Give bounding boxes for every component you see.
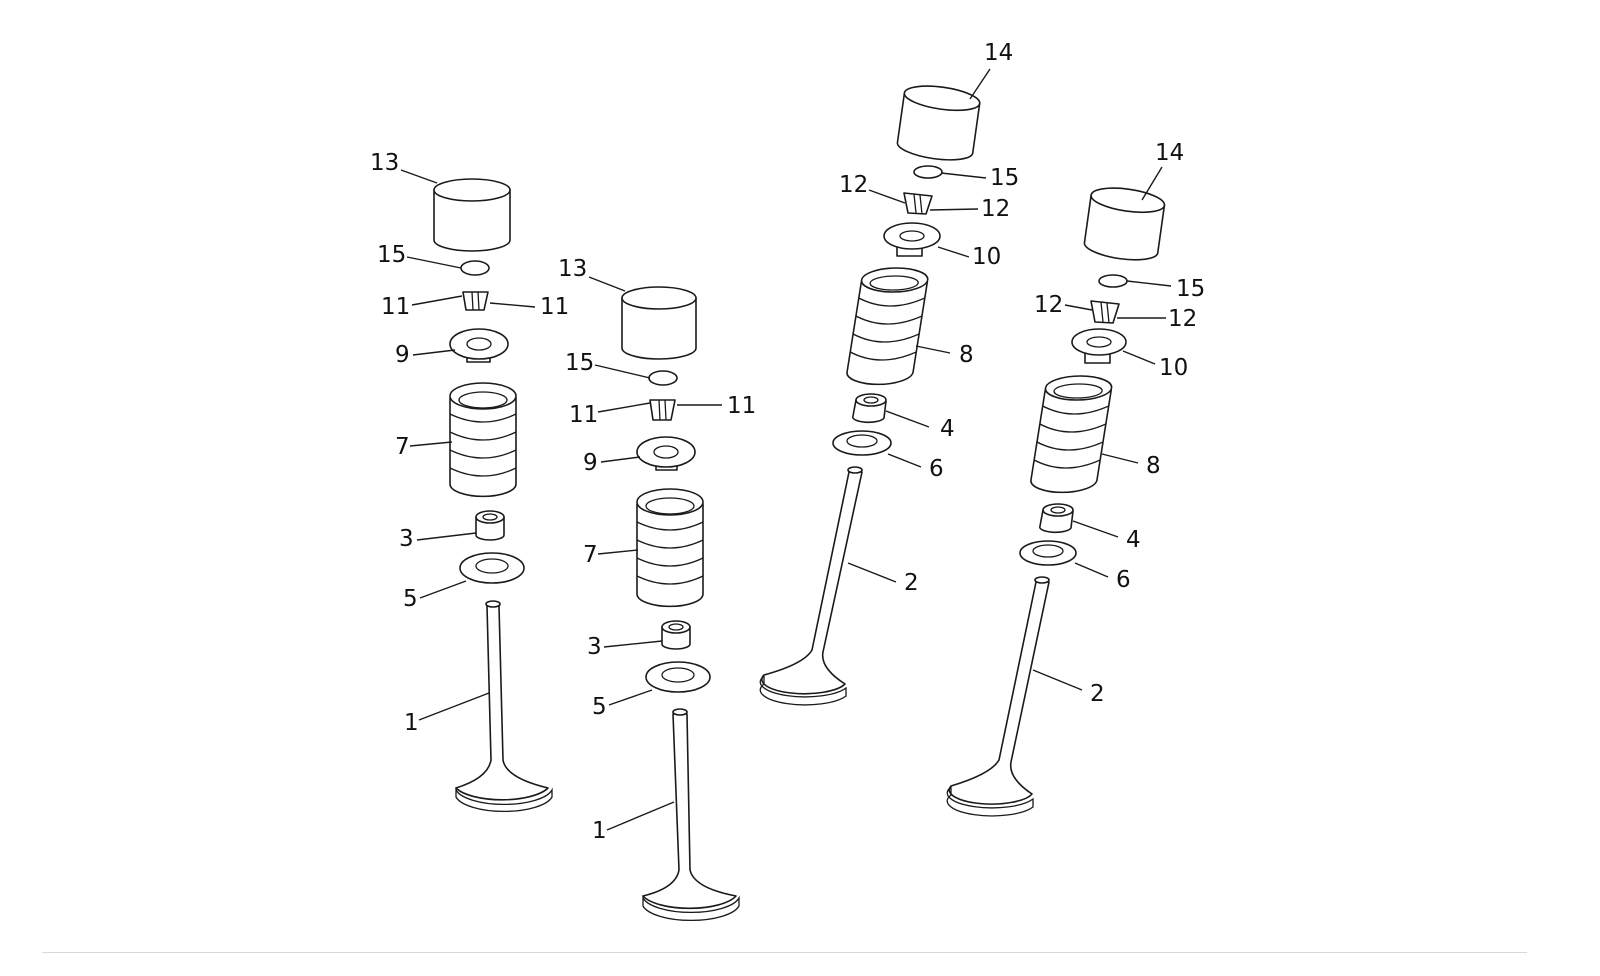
callout-11: 11 (727, 393, 756, 419)
tappet-cup-14 (1083, 187, 1166, 261)
callout-6: 6 (1116, 567, 1131, 593)
callout-9: 9 (395, 342, 410, 368)
callout-9: 9 (583, 450, 598, 476)
spring-retainer-10 (1071, 328, 1127, 364)
assembly-d (946, 187, 1166, 817)
collet-11 (462, 291, 489, 311)
assembly-a (433, 178, 553, 813)
spring-retainer-9 (636, 436, 696, 471)
assembly-b (621, 286, 740, 922)
callout-3: 3 (399, 526, 414, 552)
callout-12: 12 (981, 196, 1010, 222)
valve-stem-seal-3 (475, 510, 505, 541)
shim-15 (648, 370, 678, 386)
shim-15 (913, 165, 943, 179)
bottom-divider (42, 952, 1527, 953)
valve-spring-8 (1030, 375, 1113, 494)
spring-seat-washer-5 (645, 661, 711, 693)
callout-14: 14 (1155, 140, 1184, 166)
callout-1: 1 (404, 710, 419, 736)
spring-seat-washer-5 (459, 552, 525, 584)
callout-5: 5 (592, 694, 607, 720)
intake-valve-1 (642, 708, 740, 922)
callout-labels: 13 15 11 11 9 7 3 5 1 13 15 11 11 9 7 3 … (370, 40, 1205, 844)
leader-lines (400, 68, 1172, 831)
tappet-cup-13 (433, 178, 511, 252)
collet-11 (649, 399, 676, 421)
valve-stem-seal-4 (1038, 503, 1074, 534)
callout-4: 4 (1126, 527, 1141, 553)
callout-11: 11 (381, 294, 410, 320)
assembly-c (759, 85, 981, 706)
callout-4: 4 (940, 416, 955, 442)
callout-13: 13 (558, 256, 587, 282)
callout-12: 12 (1168, 306, 1197, 332)
valve-spring-8 (846, 267, 929, 386)
collet-12 (903, 192, 933, 215)
callout-15: 15 (565, 350, 594, 376)
callout-10: 10 (972, 244, 1001, 270)
callout-2: 2 (1090, 681, 1105, 707)
collet-12 (1090, 300, 1120, 324)
valve-stem-seal-4 (851, 393, 887, 424)
callout-15: 15 (1176, 276, 1205, 302)
valve-stem-seal-3 (661, 620, 691, 650)
callout-5: 5 (403, 586, 418, 612)
exhaust-valve-2 (759, 466, 863, 706)
callout-2: 2 (904, 570, 919, 596)
callout-15: 15 (377, 242, 406, 268)
callout-11: 11 (569, 402, 598, 428)
callout-7: 7 (395, 434, 410, 460)
callout-12: 12 (1034, 292, 1063, 318)
callout-10: 10 (1159, 355, 1188, 381)
shim-15 (460, 260, 490, 276)
spring-retainer-9 (449, 328, 509, 363)
exhaust-valve-2 (946, 576, 1050, 817)
callout-1: 1 (592, 818, 607, 844)
callout-12: 12 (839, 172, 868, 198)
spring-seat-washer-6 (1019, 540, 1077, 566)
callout-15: 15 (990, 165, 1019, 191)
spring-retainer-10 (883, 222, 941, 257)
callout-11: 11 (540, 294, 569, 320)
callout-14: 14 (984, 40, 1013, 66)
callout-13: 13 (370, 150, 399, 176)
callout-3: 3 (587, 634, 602, 660)
spring-seat-washer-6 (832, 430, 892, 456)
callout-8: 8 (1146, 453, 1161, 479)
callout-6: 6 (929, 456, 944, 482)
tappet-cup-14 (896, 85, 981, 161)
valve-spring-7 (449, 382, 517, 498)
valve-spring-7 (636, 488, 704, 608)
tappet-cup-13 (621, 286, 697, 360)
callout-7: 7 (583, 542, 598, 568)
callout-8: 8 (959, 342, 974, 368)
shim-15 (1098, 274, 1128, 288)
intake-valve-1 (455, 600, 553, 813)
